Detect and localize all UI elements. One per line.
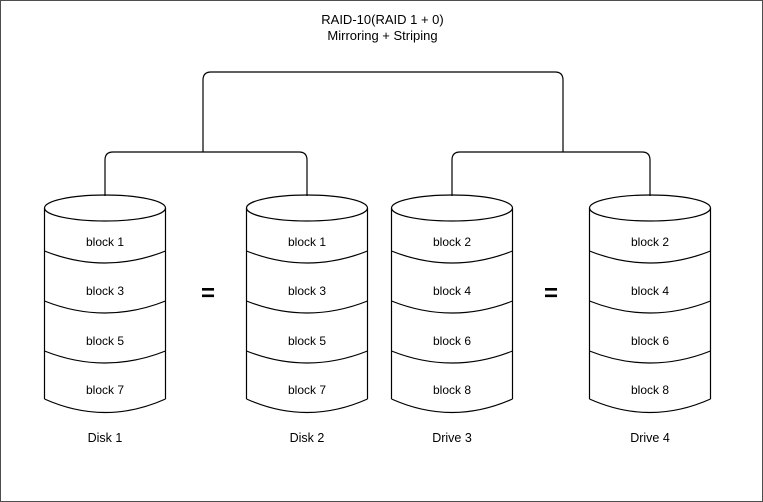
disk1-divider-2 xyxy=(44,300,166,314)
disk1-top-ellipse xyxy=(43,194,167,222)
drive3-body xyxy=(390,208,514,414)
drive4-body xyxy=(588,208,712,414)
raid1-right-bracket xyxy=(451,151,651,196)
disk1-block-label: block 3 xyxy=(86,284,124,298)
drive3-block-label: block 6 xyxy=(433,334,471,348)
disk1-divider-3 xyxy=(44,350,166,364)
disk2-divider-3 xyxy=(246,350,368,364)
drive3-block-label: block 8 xyxy=(433,383,471,397)
drive3-block-label: block 4 xyxy=(433,284,471,298)
disk1-divider-1 xyxy=(44,250,166,264)
drive4-top-ellipse xyxy=(588,194,712,222)
disk1-block-label: block 7 xyxy=(86,383,124,397)
drive4-label: Drive 4 xyxy=(630,431,670,445)
disk2-block-label: block 5 xyxy=(288,334,326,348)
disk2-divider-1 xyxy=(246,250,368,264)
drive4-block-label: block 4 xyxy=(631,284,669,298)
drive4-block-label: block 6 xyxy=(631,334,669,348)
drive3-label: Drive 3 xyxy=(432,431,472,445)
disk2-block-label: block 1 xyxy=(288,235,326,249)
disk1-block-label: block 1 xyxy=(86,235,124,249)
diagram-title-block: RAID-10(RAID 1 + 0) Mirroring + Striping xyxy=(1,12,762,43)
disk2-block-label: block 7 xyxy=(288,383,326,397)
disk1-block-label: block 5 xyxy=(86,334,124,348)
disk1-cylinder: block 1 block 3 block 5 block 7 xyxy=(43,194,167,414)
drive3-block-label: block 2 xyxy=(433,235,471,249)
drive3-divider-2 xyxy=(391,300,513,314)
disk2-body xyxy=(245,208,369,414)
disk2-top-ellipse xyxy=(245,194,369,222)
drive4-block-label: block 2 xyxy=(631,235,669,249)
drive3-cylinder: block 2 block 4 block 6 block 8 xyxy=(390,194,514,414)
drive4-divider-3 xyxy=(589,350,711,364)
mirror-equals-sign-left: = xyxy=(200,280,215,307)
disk2-block-label: block 3 xyxy=(288,284,326,298)
disk2-divider-2 xyxy=(246,300,368,314)
disk1-label: Disk 1 xyxy=(87,431,123,445)
drive3-divider-3 xyxy=(391,350,513,364)
drive4-block-label: block 8 xyxy=(631,383,669,397)
disk1-body xyxy=(43,208,167,414)
raid0-top-bracket xyxy=(202,71,564,152)
drive4-divider-2 xyxy=(589,300,711,314)
drive3-top-ellipse xyxy=(390,194,514,222)
drive4-divider-1 xyxy=(589,250,711,264)
disk2-label: Disk 2 xyxy=(289,431,325,445)
drive3-divider-1 xyxy=(391,250,513,264)
diagram-subtitle: Mirroring + Striping xyxy=(327,28,438,43)
diagram-title: RAID-10(RAID 1 + 0) xyxy=(321,12,444,27)
drive4-cylinder: block 2 block 4 block 6 block 8 xyxy=(588,194,712,414)
disk2-cylinder: block 1 block 3 block 5 block 7 xyxy=(245,194,369,414)
raid1-left-bracket xyxy=(104,151,308,196)
mirror-equals-sign-right: = xyxy=(543,280,558,307)
